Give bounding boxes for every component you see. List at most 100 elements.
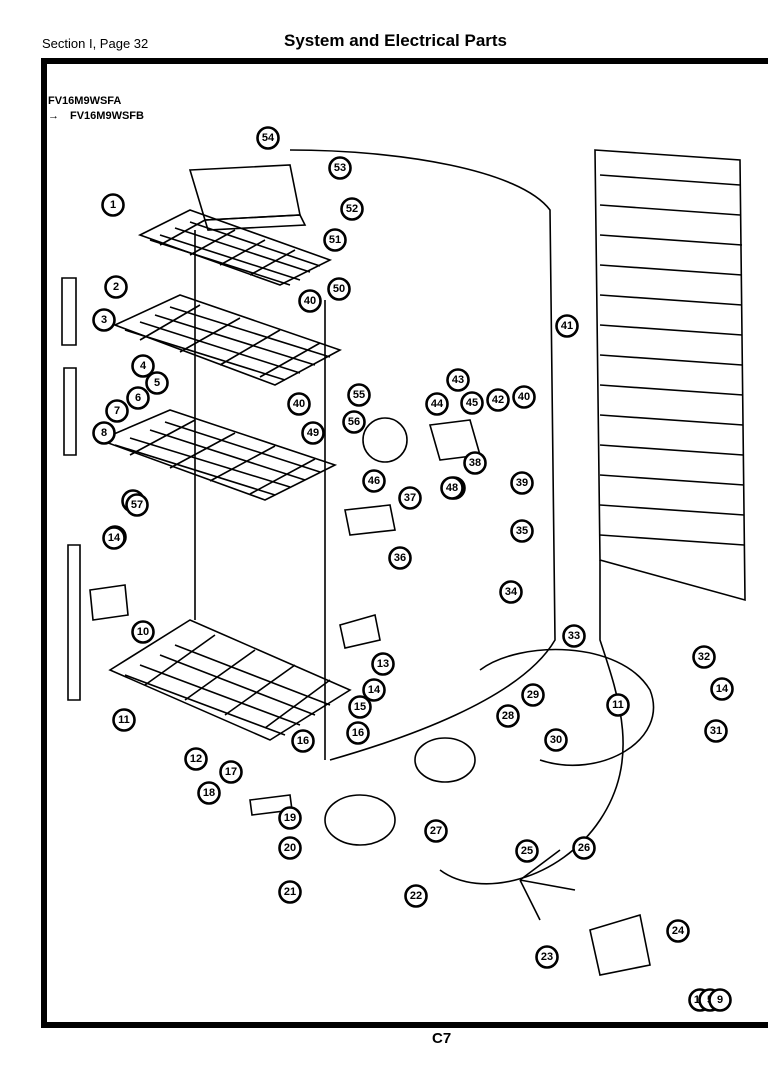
part-callout: 7: [105, 399, 129, 423]
part-callout: 1: [101, 193, 125, 217]
part-callout-number: 4: [140, 360, 147, 372]
shelf-drawing: [108, 619, 352, 741]
part-callout: 40: [298, 289, 322, 313]
fan-shroud-drawing: [589, 913, 651, 976]
part-callout-number: 14: [108, 532, 121, 544]
part-callout-number: 22: [410, 890, 422, 902]
rail-drawing: [67, 544, 81, 701]
part-callout: 26: [572, 836, 596, 860]
part-callout-number: 17: [225, 766, 237, 778]
part-callout: 14: [710, 677, 734, 701]
part-callout-number: 54: [262, 132, 275, 144]
part-callout: 46: [362, 469, 386, 493]
part-callout-number: 56: [348, 416, 360, 428]
part-callout: 44: [425, 392, 449, 416]
part-callout-number: 38: [469, 457, 481, 469]
part-callout: 23: [535, 945, 559, 969]
part-callout: 9: [708, 988, 732, 1012]
part-callout: 22: [404, 884, 428, 908]
part-callout: 38: [463, 451, 487, 475]
part-callout-number: 2: [113, 281, 119, 293]
part-callout: 11: [606, 693, 630, 717]
part-callout-number: 31: [710, 725, 722, 737]
part-callout: 4: [131, 354, 155, 378]
part-callout: 5: [145, 371, 169, 395]
part-callout: 43: [446, 368, 470, 392]
part-callout: 57: [125, 493, 149, 517]
part-callout-number: 36: [394, 552, 406, 564]
part-callout: 14: [362, 678, 386, 702]
part-callout: 24: [666, 919, 690, 943]
part-callout: 2: [104, 275, 128, 299]
part-callout-number: 28: [502, 710, 514, 722]
part-callout-number: 43: [452, 374, 464, 386]
motor-drawing: [362, 417, 408, 463]
part-callout-number: 55: [353, 389, 365, 401]
model-number: FV16M9WSFB: [70, 110, 144, 122]
part-callout: 16: [291, 729, 315, 753]
part-callout: 52: [340, 197, 364, 221]
part-callout: 12: [184, 747, 208, 771]
part-callout: 17: [219, 760, 243, 784]
part-callout: 10: [131, 620, 155, 644]
part-callout-number: 37: [404, 492, 416, 504]
part-callout: 14: [102, 526, 126, 550]
part-callout-number: 23: [541, 951, 553, 963]
part-callout-number: 33: [568, 630, 580, 642]
part-callout-number: 24: [672, 925, 685, 937]
part-callout: 18: [197, 781, 221, 805]
diagram-frame: [41, 58, 768, 1028]
part-callout: 49: [301, 421, 325, 445]
part-callout: 35: [510, 519, 534, 543]
part-callout: 34: [499, 580, 523, 604]
part-callout: 3: [92, 308, 116, 332]
part-callout: 16: [346, 721, 370, 745]
part-callout-number: 7: [114, 405, 120, 417]
part-callout: 40: [512, 385, 536, 409]
part-callout-number: 11: [612, 699, 624, 711]
part-callout-number: 40: [293, 398, 305, 410]
part-callout-number: 12: [190, 753, 202, 765]
part-callout-number: 18: [203, 787, 215, 799]
part-callout: 19: [278, 806, 302, 830]
part-callout: 31: [704, 719, 728, 743]
part-callout-number: 53: [334, 162, 346, 174]
part-callout-number: 21: [284, 886, 296, 898]
shelf-drawing: [137, 209, 333, 286]
part-callout: 40: [287, 392, 311, 416]
part-callout-number: 16: [297, 735, 309, 747]
evaporator-cover-drawing: [188, 164, 301, 221]
part-callout: 11: [112, 708, 136, 732]
part-callout-number: 57: [131, 499, 143, 511]
part-callout: 29: [521, 683, 545, 707]
part-callout-number: 45: [466, 397, 478, 409]
part-callout: 20: [278, 836, 302, 860]
part-callout-number: 29: [527, 689, 539, 701]
part-callout-number: 15: [354, 701, 366, 713]
part-callout-number: 46: [368, 475, 380, 487]
part-callout: 33: [562, 624, 586, 648]
part-callout: 37: [398, 486, 422, 510]
section-page-label: Section I, Page 32: [42, 36, 149, 51]
shelf-drawing: [112, 294, 342, 386]
part-callout: 53: [328, 156, 352, 180]
part-callout: 51: [323, 228, 347, 252]
part-callout-number: 25: [521, 845, 533, 857]
compressor-drawing: [414, 737, 476, 783]
rail-drawing: [63, 367, 77, 456]
part-callout-number: 41: [561, 320, 573, 332]
part-callout-number: 48: [446, 482, 458, 494]
part-callout-number: 32: [698, 651, 710, 663]
part-callout-number: 42: [492, 394, 504, 406]
part-callout: 15: [348, 695, 372, 719]
part-callout-number: 16: [352, 727, 364, 739]
shelf-drawing: [97, 409, 338, 501]
part-callout-number: 8: [101, 427, 107, 439]
part-callout: 50: [327, 277, 351, 301]
part-callout: 55: [347, 383, 371, 407]
part-callout: 39: [510, 471, 534, 495]
model-list: FV16M9WSFA →FV16M9WSFB: [48, 94, 144, 124]
part-callout: 27: [424, 819, 448, 843]
part-callout: 6: [126, 386, 150, 410]
part-callout: 42: [486, 388, 510, 412]
